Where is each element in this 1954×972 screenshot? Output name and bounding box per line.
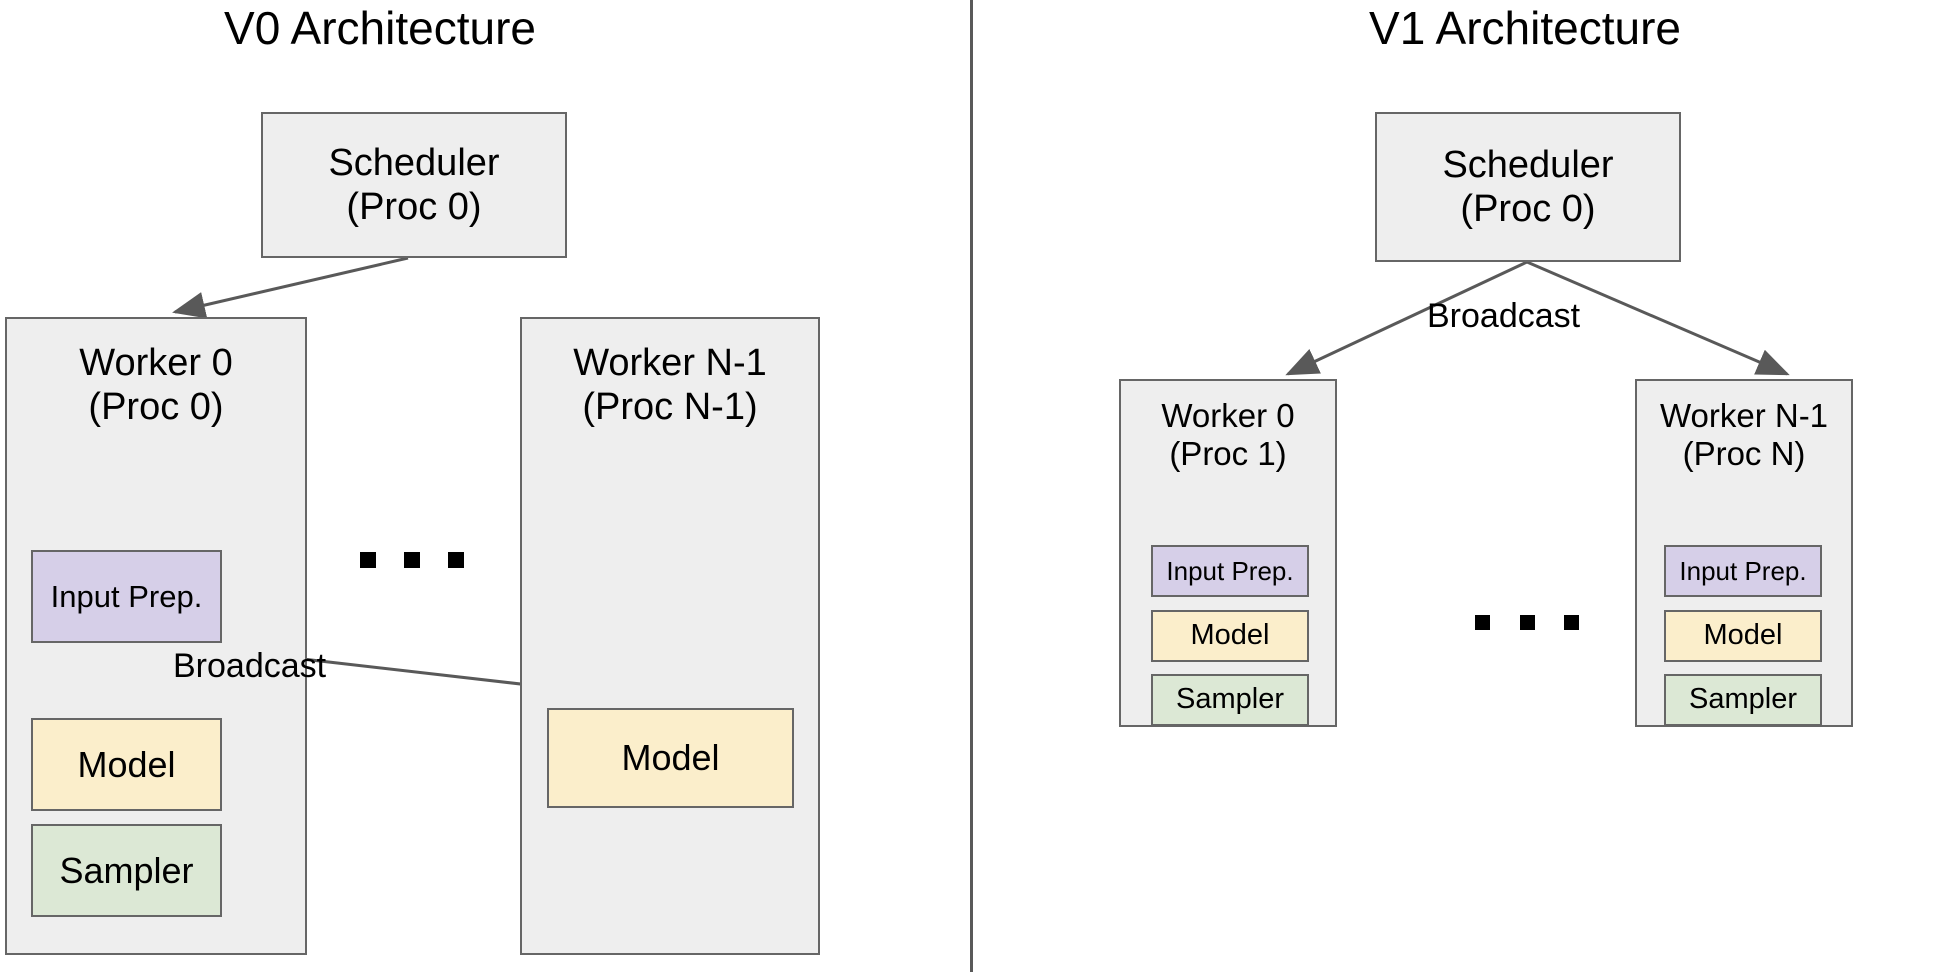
v1-worker-n-1-input-prep-box: Input Prep. [1664, 545, 1822, 597]
v0-worker-n-1-line2: (Proc N-1) [582, 386, 758, 429]
v0-worker-0-line2: (Proc 0) [88, 386, 224, 429]
arrow-v0-scheduler-to-worker0 [172, 256, 409, 319]
v0-scheduler-line2: (Proc 0) [346, 186, 482, 228]
v1-broadcast-label: Broadcast [1427, 297, 1581, 335]
v1-worker-0-sampler-box: Sampler [1151, 674, 1309, 726]
v0-worker-0-input-prep-box: Input Prep. [31, 550, 222, 643]
v0-worker-0-line1: Worker 0 [79, 342, 233, 384]
v1-scheduler-line1: Scheduler [1442, 143, 1614, 186]
vertical-panel-divider [970, 0, 973, 972]
v0-broadcast-label: Broadcast [173, 647, 327, 685]
v1-worker-n-1-model-box: Model [1664, 610, 1822, 662]
v1-worker-0-model-box: Model [1151, 610, 1309, 662]
page-title-v1: V1 Architecture [1369, 2, 1681, 54]
v1-worker-0-line2: (Proc 1) [1169, 435, 1287, 473]
v1-worker-n-1-line1: Worker N-1 [1659, 397, 1829, 434]
v0-worker-n-1-container: Worker N-1 (Proc N-1) [520, 317, 820, 955]
v1-scheduler-box: Scheduler (Proc 0) [1375, 112, 1681, 262]
v0-ellipsis [360, 552, 464, 568]
v0-worker-n-1-model-box: Model [547, 708, 794, 808]
v0-worker-0-sampler-box: Sampler [31, 824, 222, 917]
v0-scheduler-line1: Scheduler [328, 141, 500, 184]
v1-worker-0-input-prep-box: Input Prep. [1151, 545, 1309, 597]
v1-scheduler-line2: (Proc 0) [1460, 188, 1596, 230]
v1-worker-n-1-sampler-box: Sampler [1664, 674, 1822, 726]
v1-worker-n-1-line2: (Proc N) [1682, 435, 1806, 473]
v1-worker-0-line1: Worker 0 [1161, 397, 1295, 434]
v0-worker-n-1-line1: Worker N-1 [573, 342, 767, 384]
v0-scheduler-box: Scheduler (Proc 0) [261, 112, 567, 258]
v1-ellipsis [1475, 615, 1579, 630]
page-title-v0: V0 Architecture [224, 2, 536, 54]
v0-worker-0-model-box: Model [31, 718, 222, 811]
